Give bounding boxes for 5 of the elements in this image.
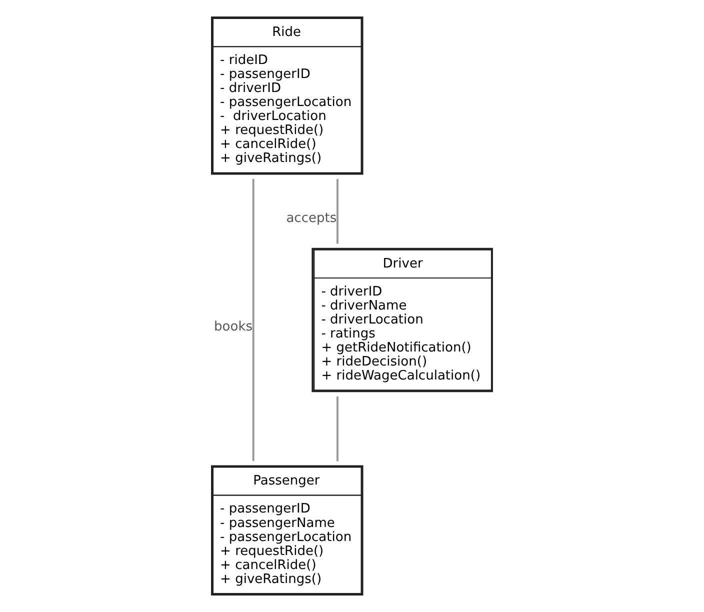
connector [336,396,338,462]
edge-label: books [214,319,253,334]
connector [336,179,338,244]
edge-label: accepts [286,210,337,226]
connector [252,178,254,461]
